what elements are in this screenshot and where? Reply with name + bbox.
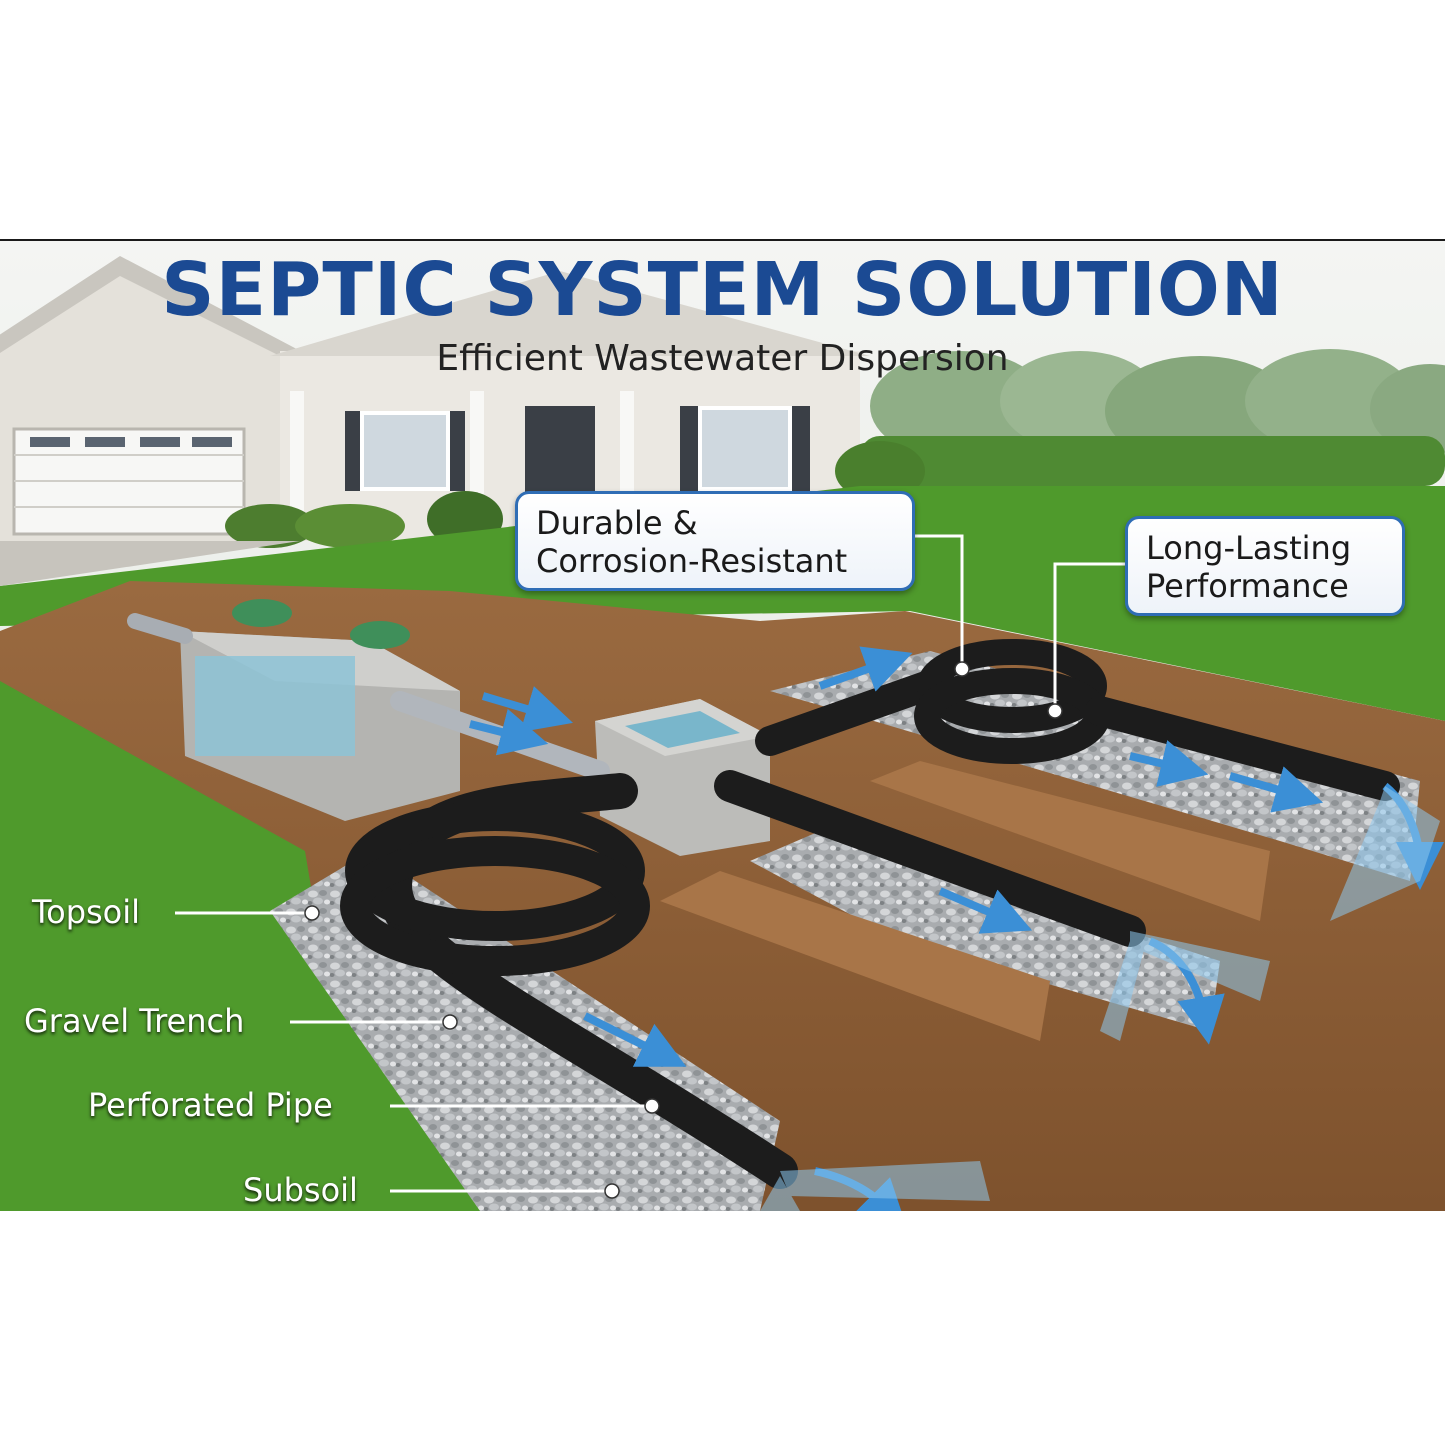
callout-leaders — [915, 534, 1125, 711]
house — [0, 256, 870, 541]
septic-scene — [0, 241, 1445, 1211]
tree-line — [870, 349, 1445, 466]
lawn — [0, 486, 1445, 721]
soil-strips — [660, 761, 1270, 1041]
driveway — [0, 541, 300, 586]
label-topsoil: Topsoil — [32, 893, 141, 931]
layer-dots — [304, 905, 660, 1199]
septic-illustration: SEPTIC SYSTEM SOLUTION Efficient Wastewa… — [0, 239, 1445, 1211]
perforated-pipes — [340, 639, 1400, 1189]
callout-durable-line2: Corrosion-Resistant — [536, 542, 848, 580]
label-perforated-pipe: Perforated Pipe — [88, 1086, 333, 1124]
water-spray — [760, 786, 1440, 1211]
label-gravel-trench: Gravel Trench — [24, 1002, 245, 1040]
callout-dots — [954, 661, 1063, 719]
callout-durable: Durable & Corrosion-Resistant — [515, 491, 915, 591]
layer-leaders — [175, 911, 652, 1193]
callout-durable-line1: Durable & — [536, 504, 698, 542]
label-subsoil: Subsoil — [243, 1171, 358, 1209]
callout-long-lasting: Long-Lasting Performance — [1125, 516, 1405, 616]
callout-long-lasting-line2: Performance — [1146, 567, 1349, 605]
page-title: SEPTIC SYSTEM SOLUTION — [161, 247, 1284, 333]
hedge — [860, 436, 1445, 486]
distribution-box — [595, 699, 770, 856]
callout-long-lasting-line1: Long-Lasting — [1146, 529, 1352, 567]
page-subtitle: Efficient Wastewater Dispersion — [436, 338, 1009, 379]
septic-tank — [180, 599, 460, 821]
